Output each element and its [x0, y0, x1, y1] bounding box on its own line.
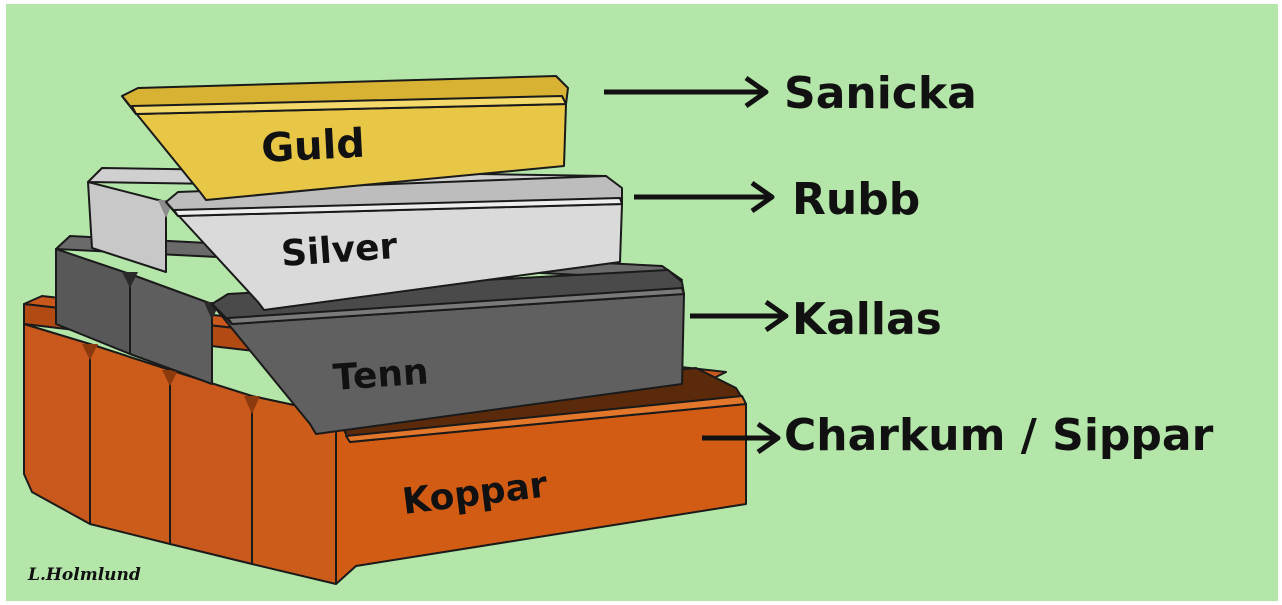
arrow-gold — [604, 75, 769, 109]
ingot-stack-diagram: Guld Silver Tenn Koppar Sanicka Rubb Kal… — [23, 68, 1214, 585]
diagram-canvas: Guld Silver Tenn Koppar Sanicka Rubb Kal… — [6, 4, 1278, 601]
gold-bar — [121, 75, 569, 201]
author-signature: L.Holmlund — [27, 565, 141, 585]
silver-label: Silver — [280, 226, 399, 275]
arrow-copper — [702, 421, 781, 455]
kallas-label: Kallas — [792, 294, 942, 345]
sanicka-label: Sanicka — [784, 68, 977, 119]
arrow-tin — [690, 299, 789, 333]
rubb-label: Rubb — [792, 174, 920, 225]
charkum-sippar-label: Charkum / Sippar — [784, 410, 1214, 461]
arrow-silver — [634, 180, 775, 214]
tin-label: Tenn — [332, 351, 430, 399]
gold-label: Guld — [260, 121, 366, 172]
